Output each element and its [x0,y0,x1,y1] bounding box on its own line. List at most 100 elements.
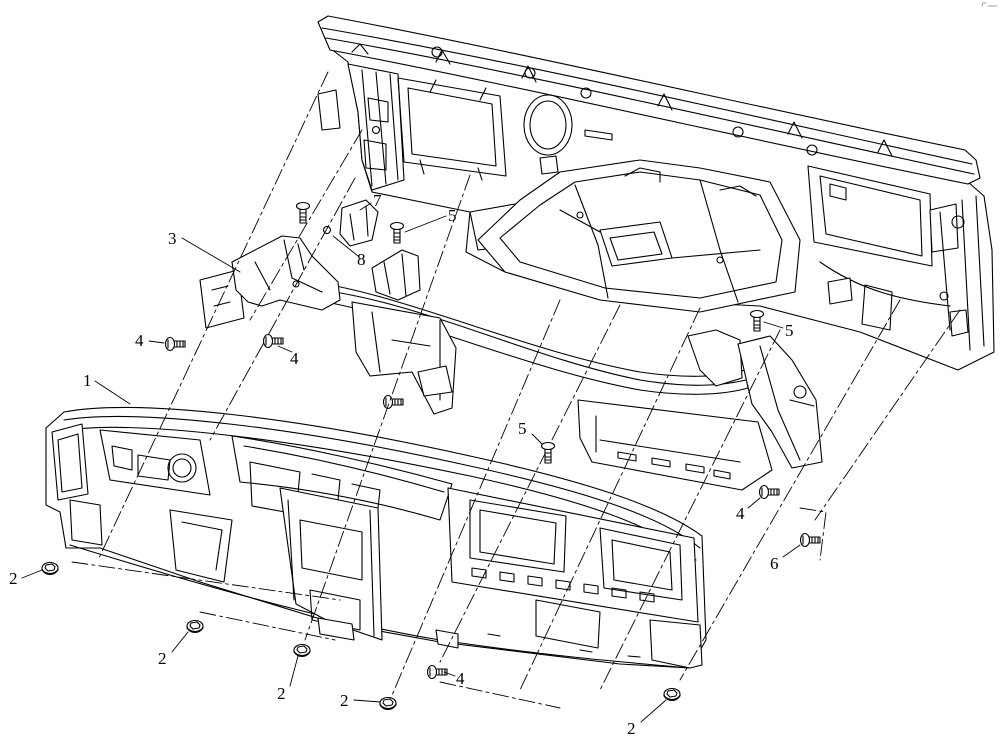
cowl-right-opening-inner [819,175,923,257]
ip-lower-left-tab [435,629,459,649]
ip-knee-bolster [169,509,233,583]
ip-small-opening [137,454,171,481]
detail-line [529,100,567,150]
cowl-bolt-head [431,46,443,58]
center-line [389,299,561,701]
detail-line [111,445,133,471]
callout-1: 1 [83,371,92,390]
bolt-hole [716,256,724,264]
callout-5: 5 [518,419,527,438]
detail-line [363,97,389,171]
bolt-5 [540,441,556,464]
leader-2 [289,655,299,687]
ip-cluster-hood [231,435,453,521]
leader-4 [747,497,761,509]
callout-7: 7 [373,191,382,210]
cowl-bolt-head [951,215,965,229]
cowl-small-bracket [539,155,559,175]
detail-line [311,473,381,509]
callout-4: 4 [135,331,144,350]
leader-7 [359,202,372,211]
center-line [519,307,701,691]
bolt-hole [371,125,381,135]
rail-slots [617,451,731,480]
ip-left-vent [51,423,89,501]
callout-5: 5 [785,321,794,340]
leader-8 [332,235,359,257]
center-line [71,561,341,601]
detail-line [819,261,951,307]
callout-6: 6 [770,554,779,573]
leader-2 [21,569,43,579]
detail-line [595,415,741,463]
leader-5 [531,433,543,445]
callout-2: 2 [340,691,349,710]
callout-8: 8 [357,250,366,269]
cowl-lower-right-loop [861,284,893,331]
bolt-hole [576,211,584,219]
callout-2: 2 [158,649,167,668]
flange-bolt-2 [379,696,397,711]
callout-2: 2 [9,569,18,588]
lower-support-rail [577,399,773,491]
bolt-5 [749,309,765,332]
ip-center-stack [279,487,383,641]
flange-bolt-2 [293,643,311,658]
detail-line [361,69,399,187]
ip-stack-lower-opening [309,589,361,631]
assembly-center-lines [71,71,961,709]
flange-bolt-2 [41,561,59,576]
center-line [304,174,471,641]
callout-2: 2 [277,684,286,703]
ip-right-vent [599,527,683,601]
bolt-4 [262,333,284,349]
cowl-rim-line [321,27,973,165]
bolt-5 [389,221,405,244]
ip-top-edge-line [63,415,701,549]
leader-2 [171,631,189,653]
right-mount-bracket [737,335,823,469]
cowl-bolt-head [524,67,536,79]
callout-4: 4 [456,669,465,688]
ip-lower-opening [535,599,601,649]
cowl-right-opening [807,165,933,267]
detail-line [57,433,83,493]
detail-line [383,253,407,297]
cowl-round-opening [523,94,573,156]
leader-3 [181,237,241,273]
left-mount-bracket [231,235,341,311]
ip-slot-row [471,567,655,603]
leader-2 [353,699,381,703]
ip-bottom-flange [69,544,691,669]
detail-line [349,205,369,241]
beam-bracket-7 [339,199,379,247]
callout-3: 3 [168,229,177,248]
ip-glove-opening [469,499,567,573]
ip-left-lower-bracket [69,499,103,546]
callout-5: 5 [448,206,457,225]
leader-1 [94,380,131,405]
harness-bolt [382,394,404,410]
leader-lines [21,202,801,723]
cowl-left-opening [397,77,507,177]
bolt-hole [793,385,807,399]
detail-line [181,521,223,571]
ip-top-edge-line [69,426,697,561]
cowl-slot [584,129,613,141]
cowl-lower-right-tab [949,309,969,337]
center-line [439,681,561,709]
corner-mark [981,2,998,7]
detail-line [211,285,231,307]
callout-4: 4 [290,349,299,368]
center-line [199,611,336,641]
callout-2: 2 [627,719,636,738]
cowl-left-opening-inner [407,87,497,167]
cowl-bolt-head [939,291,949,301]
callout-4: 4 [736,504,745,523]
cowl-bolt-head [732,126,744,138]
cowl-bolt-head [806,144,818,156]
ip-glove-frame [447,487,699,623]
cowl-right-side-plate [929,203,959,253]
